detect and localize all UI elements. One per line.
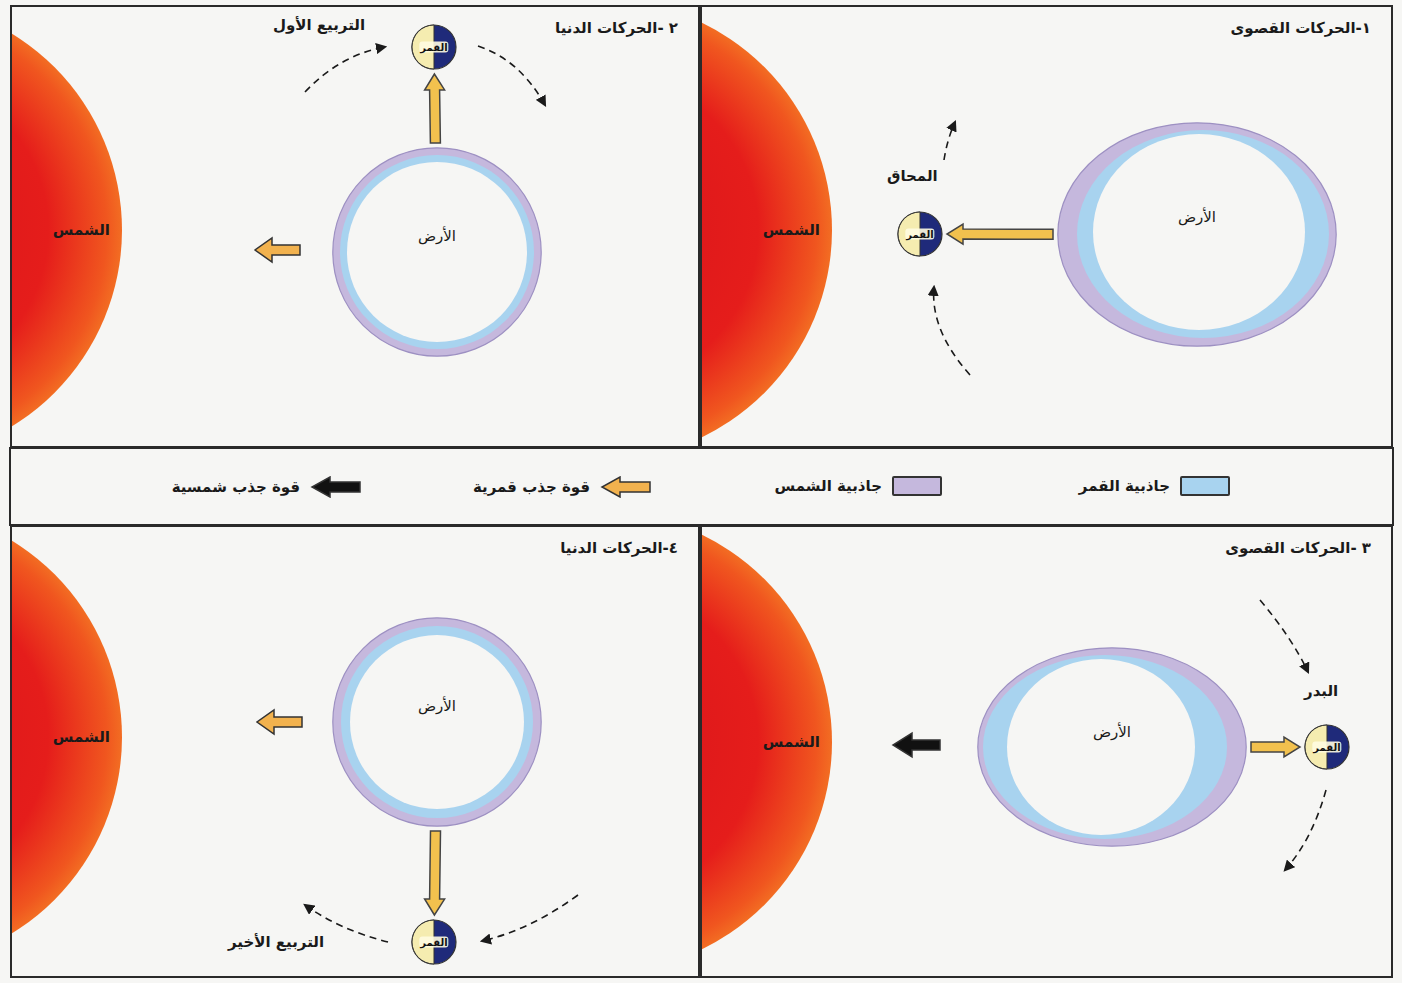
moon-label: القمر bbox=[419, 937, 448, 948]
lunar-force-arrow bbox=[425, 74, 445, 143]
sun-circle: الشمس bbox=[700, 525, 832, 972]
panel-title: ٤-الحركات الدنيا bbox=[560, 539, 678, 557]
legend-item: جاذبية القمر bbox=[1079, 476, 1230, 496]
panel-title: ١-الحركات القصوى bbox=[1231, 19, 1371, 37]
legend-item: جاذبية الشمس bbox=[774, 476, 942, 496]
earth-label: الأرض bbox=[1057, 208, 1337, 226]
moon-label: القمر bbox=[905, 229, 934, 240]
phase-label: التربيع الأول bbox=[271, 16, 367, 34]
moon-label: القمر bbox=[1312, 742, 1341, 753]
phase-label: البدر bbox=[1302, 682, 1340, 700]
legend-arrow-sample bbox=[310, 476, 362, 498]
panel-title: ٣ -الحركات القصوى bbox=[1225, 539, 1371, 557]
phase-label: المحاق bbox=[885, 167, 940, 185]
panel-title: ٢ -الحركات الدنيا bbox=[555, 19, 678, 37]
moon-circle: القمرالمحاق bbox=[897, 211, 943, 257]
lunar-force-arrow bbox=[947, 224, 1053, 244]
tide-panel: ١-الحركات القصوىالشمسالأرضالقمرالمحاق bbox=[700, 5, 1393, 448]
earth-outline bbox=[977, 647, 1247, 847]
sun-label: الشمس bbox=[53, 728, 110, 746]
sun-label: الشمس bbox=[763, 221, 820, 239]
lunar-force-arrow bbox=[1251, 737, 1300, 757]
legend-text: قوة جذب قمرية bbox=[473, 478, 590, 496]
earth-outline bbox=[332, 617, 542, 827]
legend-text: جاذبية القمر bbox=[1079, 477, 1170, 495]
legend-item: قوة جذب شمسية bbox=[172, 476, 362, 498]
earth-label: الأرض bbox=[332, 227, 542, 245]
legend-text: جاذبية الشمس bbox=[774, 477, 882, 495]
sun-label: الشمس bbox=[53, 221, 110, 239]
legend-text: قوة جذب شمسية bbox=[172, 478, 300, 496]
earth-circle: الأرض bbox=[332, 147, 542, 357]
earth-circle: الأرض bbox=[977, 647, 1247, 847]
legend-band bbox=[10, 448, 1393, 525]
sun-circle: الشمس bbox=[10, 525, 122, 967]
moon-label: القمر bbox=[419, 42, 448, 53]
legend-arrow-sample bbox=[600, 476, 652, 498]
legend-swatch bbox=[892, 476, 942, 496]
earth-circle: الأرض bbox=[1057, 122, 1337, 347]
earth-outline bbox=[1057, 122, 1337, 347]
sun-circle: الشمس bbox=[700, 5, 832, 448]
earth-circle: الأرض bbox=[332, 617, 542, 827]
tide-panel: ٣ -الحركات القصوىالشمسالأرضالقمرالبدر bbox=[700, 525, 1393, 978]
tide-panel: ٤-الحركات الدنياالشمسالأرضالقمرالتربيع ا… bbox=[10, 525, 700, 978]
moon-circle: القمرالتربيع الأول bbox=[411, 24, 457, 70]
sun-circle: الشمس bbox=[10, 5, 122, 448]
phase-label: التربيع الأخير bbox=[226, 933, 326, 951]
legend-swatch bbox=[1180, 476, 1230, 496]
tide-panel: ٢ -الحركات الدنياالشمسالأرضالقمرالتربيع … bbox=[10, 5, 700, 448]
legend-item: قوة جذب قمرية bbox=[473, 476, 652, 498]
earth-label: الأرض bbox=[332, 697, 542, 715]
sun-label: الشمس bbox=[763, 733, 820, 751]
moon-circle: القمرالبدر bbox=[1304, 724, 1350, 770]
earth-label: الأرض bbox=[977, 723, 1247, 741]
lunar-force-arrow bbox=[425, 831, 445, 915]
earth-outline bbox=[332, 147, 542, 357]
moon-circle: القمرالتربيع الأخير bbox=[411, 919, 457, 965]
